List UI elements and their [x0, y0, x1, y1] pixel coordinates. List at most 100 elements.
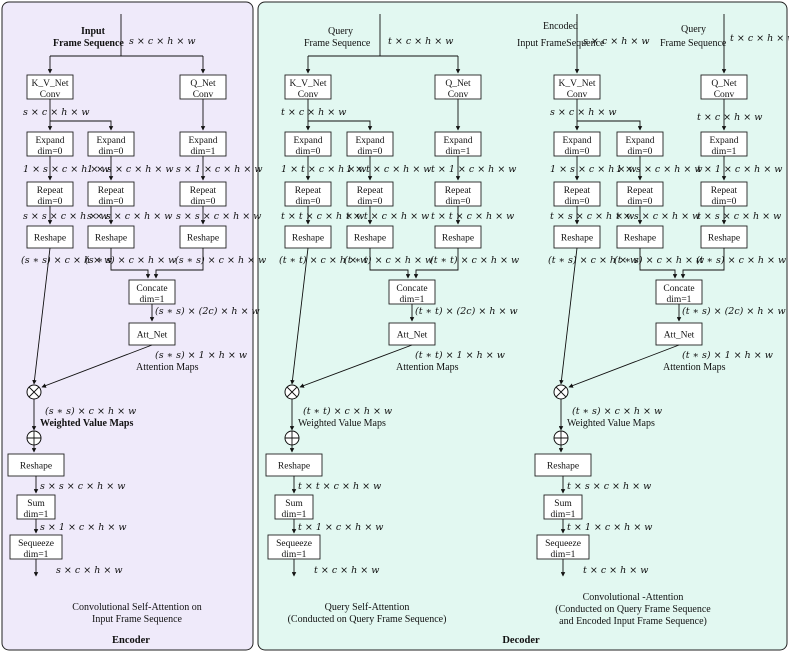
- repeat-box-b-label: Repeat: [98, 186, 125, 196]
- q-net-conv-box-sublabel: Conv: [714, 90, 735, 100]
- weighted-dims: (s ∗ s) × c × h × w: [45, 406, 136, 417]
- expand-box-c-label: Expand: [709, 136, 738, 146]
- squeeze-box-sublabel: dim=1: [282, 550, 307, 560]
- reshape-b-dims: (s ∗ s) × c × h × w: [85, 255, 176, 266]
- repeat-box-c: [700, 181, 748, 207]
- repeat-b-dims: t × t × c × h × w: [346, 211, 429, 222]
- reshape-c-to-concat: [413, 248, 459, 279]
- expand-box-c: [434, 131, 482, 157]
- reshape-box-d-label: Reshape: [278, 462, 310, 472]
- repeat-box-c-sublabel: dim=0: [191, 197, 216, 207]
- squeeze-box-sublabel: dim=1: [24, 550, 49, 560]
- q-net-conv-box-sublabel: Conv: [193, 90, 214, 100]
- reshape-box-a-label: Reshape: [561, 234, 593, 244]
- input-label-line2: Frame Sequence: [53, 38, 124, 49]
- repeat-a-dims: t × s × c × h × w: [550, 211, 634, 222]
- expand-c-dims: s × 1 × c × h × w: [176, 164, 263, 175]
- expand-box-c-sublabel: dim=1: [191, 147, 216, 157]
- reshape-box-a-label: Reshape: [292, 234, 324, 244]
- expand-box-b-label: Expand: [355, 136, 384, 146]
- repeat-c-dims: t × t × c × h × w: [431, 211, 514, 222]
- squeeze-box-label: Sequeeze: [545, 539, 581, 549]
- att-net-box-label: Att_Net: [664, 331, 695, 341]
- repeat-c-dims: s × s × c × h × w: [176, 211, 261, 222]
- kv-output-dims: s × c × h × w: [550, 107, 616, 118]
- squeeze-box: [267, 534, 321, 560]
- reshape-c-dims: (t ∗ t) × c × h × w: [430, 255, 519, 266]
- sum-box: [16, 494, 56, 520]
- add-operator: [284, 430, 300, 446]
- encoded-input-label: Encoded: [543, 21, 578, 32]
- kv-net-conv-box-sublabel: Conv: [298, 90, 319, 100]
- attention-maps-label: Attention Maps: [663, 362, 726, 373]
- reshape-c-dims: (s ∗ s) × c × h × w: [175, 255, 266, 266]
- value-to-multiply-arrow: [290, 247, 309, 385]
- decoder-panel: [257, 1, 788, 651]
- repeat-box-c-sublabel: dim=0: [712, 197, 737, 207]
- repeat-box-b-sublabel: dim=0: [358, 197, 383, 207]
- caption-line-3: and Encoded Input Frame Sequence): [559, 616, 707, 627]
- concat-box-label: Concate: [663, 284, 694, 294]
- repeat-box-b: [616, 181, 664, 207]
- expand-a-dims: 1 × s × c × h × w: [23, 164, 110, 175]
- expand-box-a-sublabel: dim=0: [565, 147, 590, 157]
- repeat-box-a-label: Repeat: [295, 186, 322, 196]
- multiply-operator: [553, 384, 569, 400]
- encoder-title: Encoder: [112, 635, 150, 646]
- input-label: Input: [81, 26, 106, 37]
- expand-box-a-sublabel: dim=0: [296, 147, 321, 157]
- reshape-d-dims: t × t × c × h × w: [298, 481, 381, 492]
- multiply-operator: [26, 384, 42, 400]
- caption-line-1: Convolutional Self-Attention on: [72, 602, 201, 613]
- sum-box-label: Sum: [285, 499, 303, 509]
- kv-net-conv-box-label: K_V_Net: [32, 79, 69, 89]
- expand-box-a-label: Expand: [293, 136, 322, 146]
- add-cross: [554, 431, 568, 445]
- expand-b-dims: 1 × t × c × h × w: [346, 164, 431, 175]
- repeat-box-a-label: Repeat: [564, 186, 591, 196]
- encoded-input-label-line2: Input FrameSequence: [517, 38, 605, 49]
- kv-net-conv-box: [553, 74, 601, 100]
- weighted-value-maps-label: Weighted Value Maps: [298, 418, 386, 429]
- expand-c-dims: t × 1 × c × h × w: [697, 164, 782, 175]
- sum-box-sublabel: dim=1: [551, 510, 576, 520]
- squeeze-box: [9, 534, 63, 560]
- weighted-value-maps-label: Weighted Value Maps: [40, 418, 133, 429]
- reshape-d-dims: t × s × c × h × w: [567, 481, 651, 492]
- reshape-b-to-concat: [639, 248, 678, 279]
- sum-box-sublabel: dim=1: [282, 510, 307, 520]
- reshape-a-dims: (s ∗ s) × c × h × w: [21, 255, 112, 266]
- kv-to-expand-b-arrow: [308, 120, 373, 131]
- attention-maps-label: Attention Maps: [136, 362, 199, 373]
- caption-line-1: Query Self-Attention: [325, 602, 410, 613]
- kv-net-conv-box-label: K_V_Net: [290, 79, 327, 89]
- repeat-box-b-sublabel: dim=0: [628, 197, 653, 207]
- input-label: Query: [328, 26, 353, 37]
- kv-net-conv-box-sublabel: Conv: [567, 90, 588, 100]
- expand-box-c-label: Expand: [188, 136, 217, 146]
- q-output-dims: t × c × h × w: [697, 112, 762, 123]
- att-net-box-label: Att_Net: [397, 331, 428, 341]
- kv-net-conv-box: [26, 74, 74, 100]
- weighted-dims: (t ∗ s) × c × h × w: [572, 406, 662, 417]
- add-cross: [27, 431, 41, 445]
- sum-box: [543, 494, 583, 520]
- add-operator: [26, 430, 42, 446]
- input-label-line2: Frame Sequence: [304, 38, 371, 49]
- reshape-d-dims: s × s × c × h × w: [40, 481, 125, 492]
- repeat-box-c-sublabel: dim=0: [446, 197, 471, 207]
- squeeze-box-label: Sequeeze: [18, 539, 54, 549]
- multiply-cross: [28, 386, 40, 398]
- kv-net-conv-box-label: K_V_Net: [559, 79, 596, 89]
- repeat-box-b-label: Repeat: [357, 186, 384, 196]
- repeat-box-c-label: Repeat: [711, 186, 738, 196]
- caption-line-1: Convolutional -Attention: [583, 592, 684, 603]
- multiply-cross: [286, 386, 298, 398]
- concat-box-sublabel: dim=1: [400, 295, 425, 305]
- expand-c-dims: t × 1 × c × h × w: [431, 164, 516, 175]
- weighted-value-maps-label: Weighted Value Maps: [567, 418, 655, 429]
- reshape-box-c-label: Reshape: [708, 234, 740, 244]
- reshape-b-to-concat: [110, 248, 151, 279]
